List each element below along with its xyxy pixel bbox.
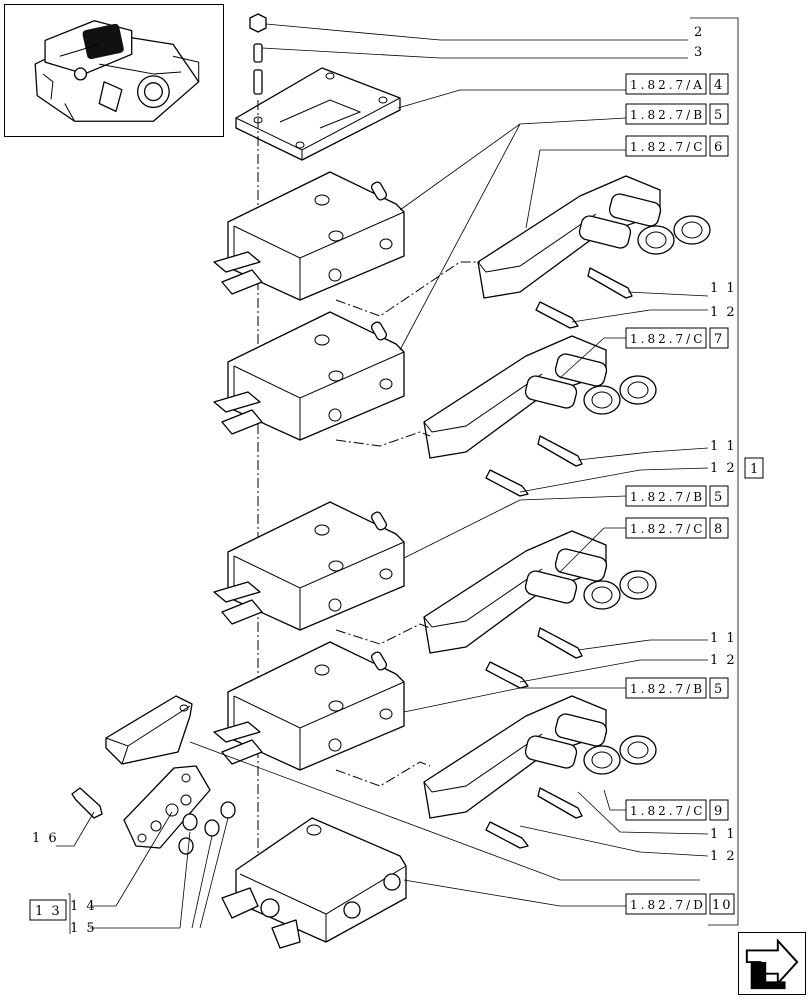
ref-code: 1.82.7/C [630,522,705,536]
group-bracket-13 [68,893,71,934]
ref-box-6[interactable]: 1.82.7/C 6 [625,135,729,157]
ref-num: 4 [714,78,724,93]
callout-11-b: 1 1 [710,439,737,454]
leader-11a [627,291,709,297]
leader-ref-6 [525,149,626,229]
valve-section-3 [213,501,405,631]
ref-num: 6 [714,140,724,155]
leader-ref-10 [403,879,626,907]
leader-ref-8 [559,527,626,573]
leader-11b [577,447,709,461]
part-stud [253,43,263,95]
quick-coupler-4 [423,695,657,819]
connect-line-4 [335,761,431,787]
leader-ref-5c [403,687,626,713]
bolt-set-2 [485,435,583,497]
ref-num: 5 [714,490,724,505]
ref-code: 1.82.7/D [630,898,706,912]
connect-line-3 [335,623,431,645]
leader-16 [56,811,95,847]
leader-12d [519,825,709,857]
bolt-set-1 [535,267,633,329]
quick-coupler-2 [423,335,657,459]
ref-code: 1.82.7/C [630,804,705,818]
assembly-thumbnail [4,4,224,137]
valve-section-2 [213,311,405,441]
leader-11d [577,791,709,835]
leader-ref-9 [603,789,626,811]
callout-11-c: 1 1 [710,631,737,646]
ref-num: 7 [714,332,724,347]
part-nut [249,13,267,33]
part-bolt-16 [71,787,103,819]
callout-2: 2 [694,25,704,40]
leader-ref-5a [399,117,627,351]
callout-11-a: 1 1 [710,281,737,296]
connect-line-2 [335,431,431,447]
ref-code: 1.82.7/B [630,490,705,504]
group-bracket [690,17,739,926]
callout-box-1 [744,457,764,479]
part-cover-plate [235,67,401,161]
leader-ref-5b [403,495,627,559]
callout-13: 1 3 [35,904,62,919]
leader-12c [519,659,708,683]
valve-section-1 [213,171,405,301]
callout-14: 1 4 [70,899,97,914]
ref-code: 1.82.7/C [630,140,705,154]
callout-box-13 [29,899,67,921]
leader-11c [577,639,708,651]
leader-2 [265,23,688,41]
ref-num: 5 [714,682,724,697]
ref-box-7[interactable]: 1.82.7/C 7 [625,327,729,349]
leader-ref-4 [397,89,626,109]
ref-box-5c[interactable]: 1.82.7/B 5 [625,677,729,699]
bolt-set-3 [485,627,583,689]
leader-bracket [189,741,700,881]
ref-code: 1.82.7/C [630,332,705,346]
ref-box-5a[interactable]: 1.82.7/B 5 [625,103,729,125]
ref-box-9[interactable]: 1.82.7/C 9 [625,799,729,821]
callout-1: 1 [750,462,760,477]
valve-thumbnail-drawing [34,20,200,122]
callout-16: 1 6 [32,831,59,846]
connect-line-1 [335,261,480,317]
ref-box-4[interactable]: 1.82.7/A 4 [625,73,729,95]
ref-code: 1.82.7/B [630,682,705,696]
callout-15: 1 5 [70,921,97,936]
callout-3: 3 [694,45,704,60]
ref-box-8[interactable]: 1.82.7/C 8 [625,517,729,539]
ref-code: 1.82.7/A [630,78,705,92]
quick-coupler-3 [423,530,657,654]
quick-coupler-1 [477,175,711,299]
leader-14 [90,811,173,907]
callout-11-d: 1 1 [710,827,737,842]
callout-12-c: 1 2 [710,653,737,668]
leader-3 [261,47,688,59]
leader-ref-7 [559,337,626,379]
callout-12-d: 1 2 [710,849,737,864]
page-navigation-arrow-icon[interactable] [738,932,806,995]
ref-num: 10 [712,898,733,913]
ref-num: 5 [714,108,724,123]
leader-12b [519,467,709,493]
callout-12-b: 1 2 [710,461,737,476]
ref-code: 1.82.7/B [630,108,705,122]
bolt-set-4 [485,787,583,849]
callout-12-a: 1 2 [710,305,737,320]
leader-12a [571,309,708,323]
part-bracket-plate [105,695,193,765]
part-flange-plate [123,765,211,849]
ref-num: 8 [714,522,724,537]
ref-box-5b[interactable]: 1.82.7/B 5 [625,485,729,507]
ref-num: 9 [714,804,724,819]
valve-end-section [221,817,407,949]
ref-box-10[interactable]: 1.82.7/D 10 [625,893,735,915]
valve-section-4 [213,641,405,771]
leader-15 [90,817,229,929]
